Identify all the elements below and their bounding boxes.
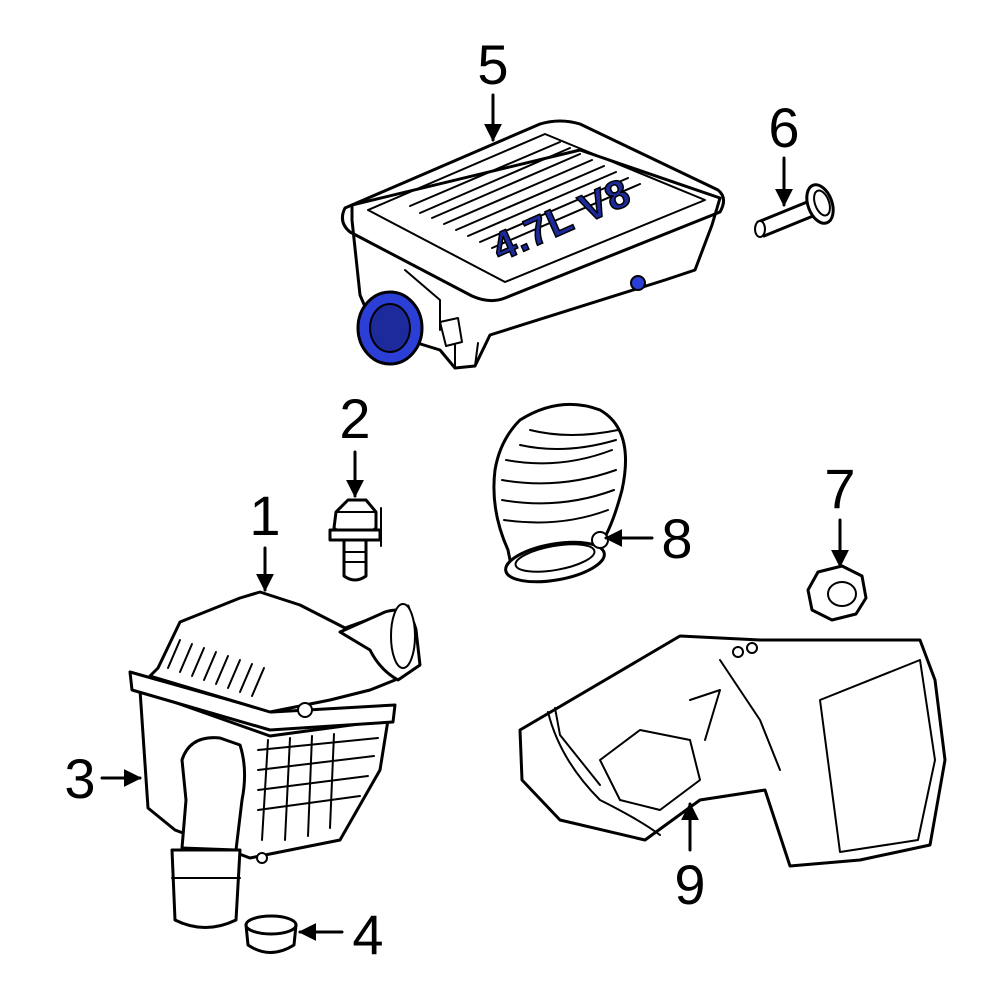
part-7-nut[interactable]	[806, 564, 868, 622]
callout-5: 5	[477, 33, 509, 142]
callout-4: 4	[298, 903, 384, 966]
callout-6-label: 6	[768, 96, 799, 159]
callout-7-label: 7	[824, 457, 855, 520]
part-9-duct[interactable]	[518, 634, 947, 868]
callout-3: 3	[64, 747, 142, 810]
part-8-hose[interactable]	[492, 402, 627, 588]
part-4-cap[interactable]	[244, 914, 298, 954]
callout-2: 2	[339, 387, 371, 498]
callout-1: 1	[249, 484, 281, 592]
part-6-pin[interactable]	[754, 181, 838, 238]
part-5-air-cleaner-cover[interactable]: 4.7L V8	[340, 119, 725, 370]
callout-5-label: 5	[477, 33, 508, 96]
callout-1-label: 1	[249, 484, 280, 547]
callout-4-label: 4	[352, 903, 383, 966]
callout-8-label: 8	[661, 507, 692, 570]
callout-6: 6	[768, 96, 800, 207]
callout-3-label: 3	[64, 747, 95, 810]
callout-8: 8	[604, 507, 693, 570]
callout-2-label: 2	[339, 387, 370, 450]
callout-9-label: 9	[674, 853, 705, 916]
part-1-3-air-cleaner-housing[interactable]	[128, 590, 422, 929]
callout-7: 7	[824, 457, 856, 568]
part-2-bolt[interactable]	[328, 498, 382, 582]
callout-9: 9	[674, 802, 706, 916]
